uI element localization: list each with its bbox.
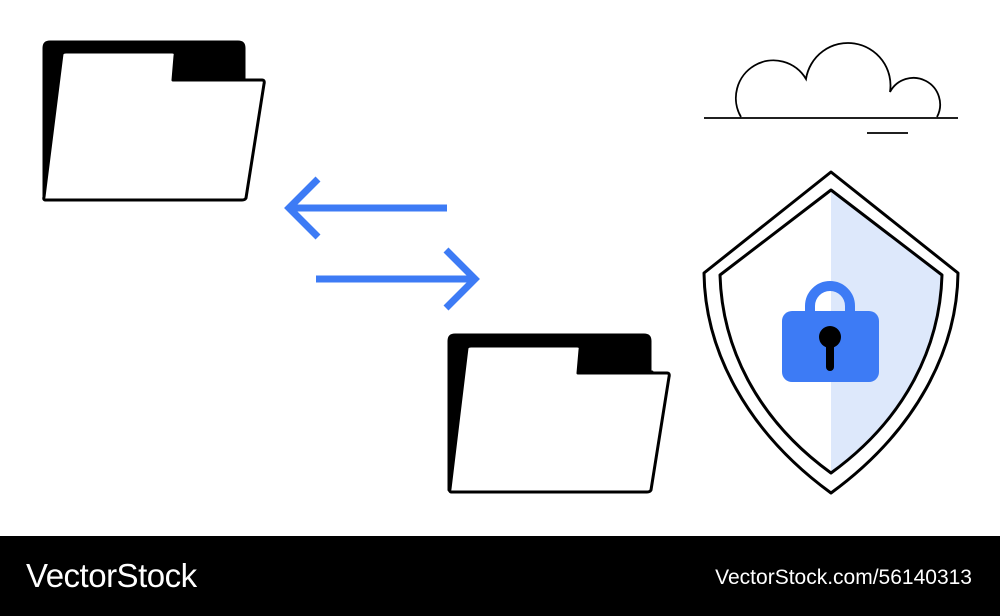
- illustration-artwork: [42, 40, 960, 495]
- folder-icon: [447, 333, 671, 494]
- image-id-url[interactable]: VectorStock.com/56140313: [715, 566, 972, 589]
- folder-icon: [42, 40, 266, 202]
- vectorstock-logo[interactable]: VectorStock: [26, 557, 197, 594]
- watermark-footer: VectorStock VectorStock.com/56140313: [0, 536, 1000, 616]
- arrow-right-icon: [316, 247, 480, 311]
- padlock-icon: [782, 281, 879, 382]
- arrow-left-icon: [284, 176, 447, 240]
- cloud-icon: [704, 42, 958, 134]
